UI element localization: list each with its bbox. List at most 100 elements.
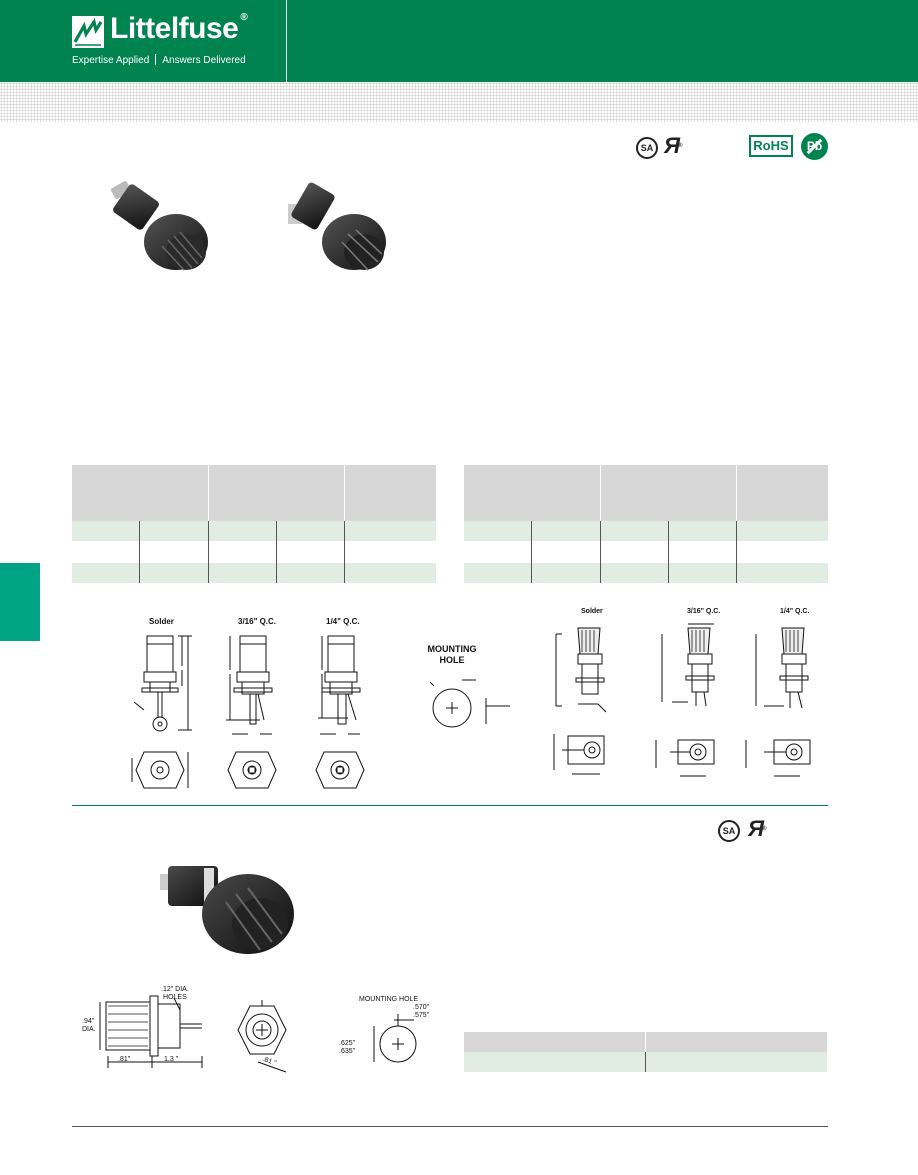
table-cell xyxy=(72,521,141,541)
littelfuse-logo-icon xyxy=(72,16,104,48)
table-cell xyxy=(72,541,141,563)
qc-14-drawing xyxy=(315,635,365,789)
dim-575: .575" xyxy=(413,1012,430,1019)
table-header-cell xyxy=(464,465,601,485)
holes-label-line-1: .12" DIA. xyxy=(161,986,189,993)
table-cell xyxy=(276,563,346,583)
ul-recognized-icon: Я® xyxy=(748,816,767,841)
dia-label: .94" DIA. xyxy=(82,1018,96,1034)
drawing-label-14-qc-right: 1/4" Q.C. xyxy=(780,608,810,615)
table-header-cell xyxy=(72,485,209,521)
fuse-holder-photo-2 xyxy=(288,182,386,271)
pb-free-icon: Pb xyxy=(801,133,828,160)
table-row xyxy=(72,563,436,583)
csa-icon: SA xyxy=(718,820,740,842)
table-cell xyxy=(531,563,601,583)
table-cell xyxy=(139,563,209,583)
table-row xyxy=(464,541,828,563)
fuse-holder-photo-3 xyxy=(160,866,294,954)
table-subheader-row xyxy=(72,485,436,521)
mounting-hole-drawing xyxy=(429,679,510,728)
section-separator xyxy=(72,805,828,806)
table-header-cell xyxy=(464,485,601,521)
ul-recognized-icon: Я® xyxy=(664,133,683,158)
section-side-tab xyxy=(0,563,40,641)
solder-drawing xyxy=(131,635,192,789)
hex-front-drawing xyxy=(237,1000,287,1073)
table-header-cell xyxy=(736,465,828,521)
table-cell xyxy=(600,563,669,583)
dia-text: DIA. xyxy=(82,1026,96,1033)
table-header-cell xyxy=(645,1032,827,1052)
table-cell xyxy=(72,563,141,583)
mounting-hole-label-bottom: MOUNTING HOLE xyxy=(359,996,419,1003)
table-header-cell xyxy=(344,465,436,521)
table-row xyxy=(72,541,436,563)
holes-label-line-2: HOLES xyxy=(163,994,187,1001)
side-view-drawing xyxy=(99,995,203,1068)
dot-pattern-band xyxy=(0,82,918,122)
header-divider xyxy=(286,0,287,82)
table-row xyxy=(464,563,828,583)
table-cell xyxy=(344,563,436,583)
table-header-cell xyxy=(208,485,345,521)
table-header-cell xyxy=(464,1032,646,1052)
table-cell xyxy=(276,521,346,541)
brand-name: Littelfuse® xyxy=(110,12,248,46)
table-cell xyxy=(344,541,436,563)
table-cell xyxy=(531,521,601,541)
table-cell xyxy=(464,521,533,541)
table-subheader-row xyxy=(464,485,828,521)
table-cell xyxy=(668,521,738,541)
mounting-hole-drawing-bottom xyxy=(373,1014,417,1063)
table-cell xyxy=(645,1052,827,1072)
dim-635: .635" xyxy=(339,1048,356,1055)
table-cell xyxy=(736,521,828,541)
drawing-label-316-qc: 3/16" Q.C. xyxy=(238,617,277,626)
table-row xyxy=(72,521,436,541)
mounting-hole-label: MOUNTING HOLE xyxy=(420,644,484,666)
qc-316-drawing xyxy=(226,635,277,789)
table-cell xyxy=(736,541,828,563)
table-cell xyxy=(736,563,828,583)
table-row xyxy=(464,521,828,541)
page-header xyxy=(0,0,918,82)
table-header-row xyxy=(464,1032,827,1052)
table-cell xyxy=(208,541,277,563)
table-cell xyxy=(276,541,346,563)
drawing-label-316-qc-right: 3/16" Q.C. xyxy=(687,608,721,615)
table-header-cell xyxy=(600,465,737,485)
table-cell xyxy=(464,1052,646,1072)
fuse-holder-photo-1 xyxy=(110,181,208,271)
table-cell xyxy=(668,563,738,583)
registered-mark: ® xyxy=(240,12,248,23)
dim-13: 1.3 " xyxy=(164,1056,179,1063)
table-cell xyxy=(600,521,669,541)
table-cell xyxy=(139,541,209,563)
dim-570: .570" xyxy=(413,1004,430,1011)
drawing-label-solder-right: Solder xyxy=(581,608,603,615)
spec-table-right xyxy=(464,465,828,583)
mounting-hole-line-1: MOUNTING xyxy=(427,644,477,654)
rohs-badge: RoHS xyxy=(749,135,793,157)
dim-081-left: .81" xyxy=(118,1056,131,1063)
qc-316-drawing-right xyxy=(655,623,715,777)
mounting-hole-dims-side: .625" .635" xyxy=(339,1040,355,1056)
tagline-left: Expertise Applied xyxy=(72,55,150,66)
table-cell xyxy=(139,521,209,541)
table-cell xyxy=(208,563,277,583)
table-header-row xyxy=(464,465,828,521)
mounting-hole-dims-top: .570" .575" xyxy=(413,1004,429,1020)
table-cell xyxy=(208,521,277,541)
dia-value: .94" xyxy=(82,1018,95,1025)
dim-625: .625" xyxy=(339,1040,356,1047)
footer-rule xyxy=(72,1126,828,1127)
tagline-separator xyxy=(155,54,157,65)
table-cell xyxy=(531,541,601,563)
table-cell xyxy=(464,563,533,583)
table-cell xyxy=(344,521,436,541)
solder-drawing-right xyxy=(553,627,607,775)
qc-14-drawing-right xyxy=(745,627,811,777)
mounting-hole-line-2: HOLE xyxy=(439,655,465,665)
